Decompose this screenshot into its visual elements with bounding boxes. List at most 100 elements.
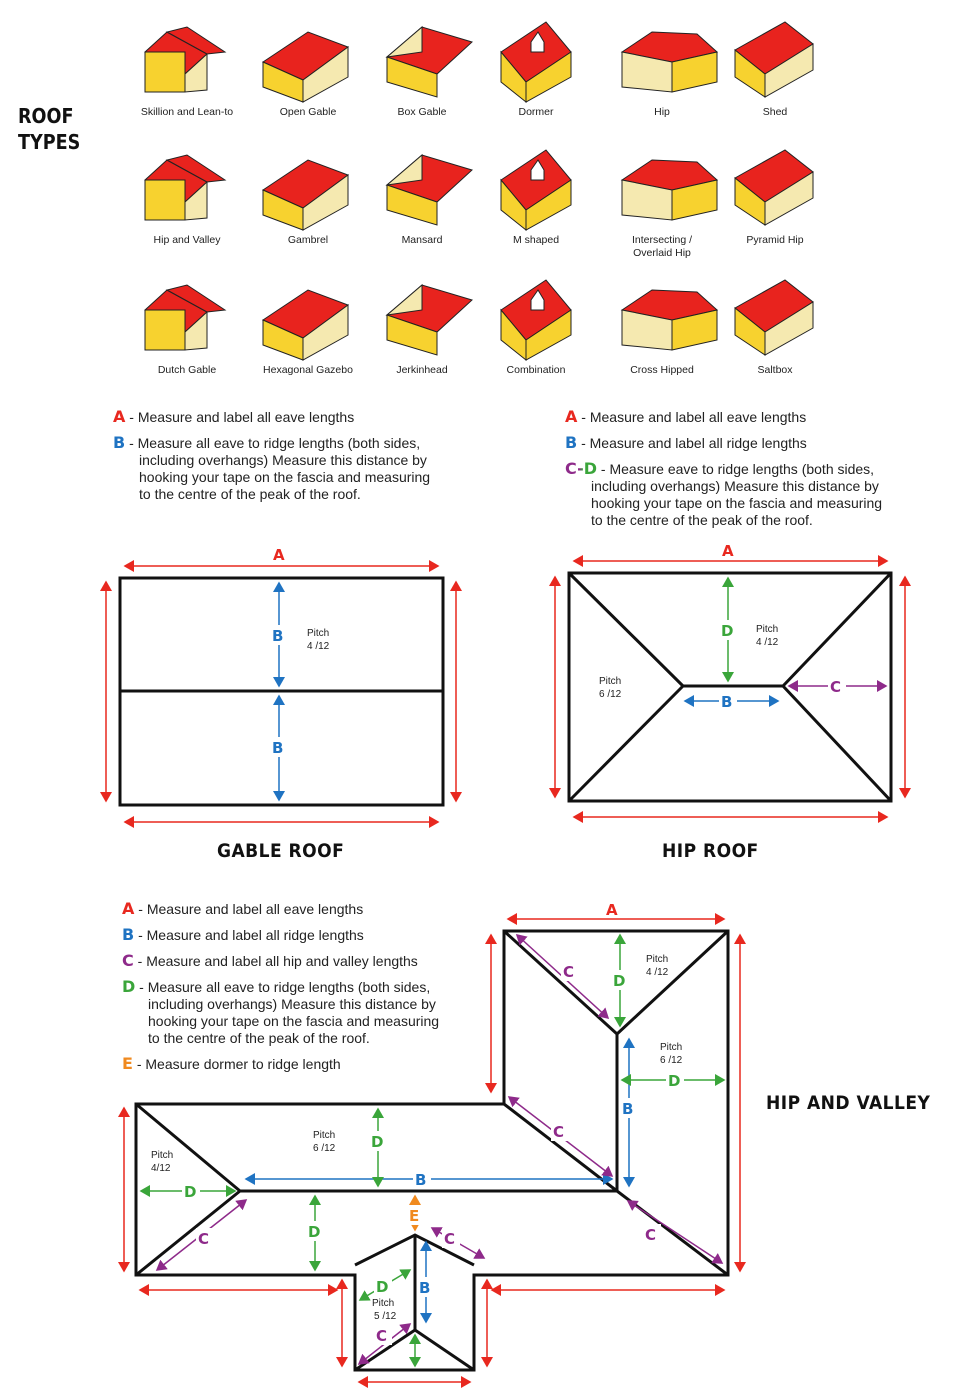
roof-type-1: Open Gable bbox=[248, 12, 368, 122]
hip_valley-legend-text: - Measure dormer to ridge length bbox=[132, 1056, 341, 1072]
hip-pitch-top-line2: 4 /12 bbox=[756, 637, 779, 648]
roof-type-14: Jerkinhead bbox=[362, 270, 482, 380]
roof-type-3: Dormer bbox=[476, 12, 596, 122]
hv-pitch-2-line1: Pitch bbox=[660, 1042, 682, 1053]
hv-label-c-left: C bbox=[198, 1230, 209, 1248]
hv-valley-upper bbox=[503, 1102, 618, 1193]
hip-legend: A - Measure and label all eave lengths B … bbox=[565, 408, 955, 537]
hip_valley-legend-key: C bbox=[122, 951, 134, 970]
roof-type-7: Gambrel bbox=[248, 140, 368, 250]
roof-type-6: Hip and Valley bbox=[127, 140, 247, 250]
hv-pitch-1-line2: 4 /12 bbox=[646, 967, 669, 978]
roof-type-17: Saltbox bbox=[715, 270, 835, 380]
hip_valley-legend-key: E bbox=[122, 1054, 133, 1073]
hip-legend-key: B bbox=[565, 433, 578, 452]
roof-type-label: Combination bbox=[506, 364, 566, 376]
roof-type-label: Dutch Gable bbox=[157, 364, 217, 376]
legend-text-continuation: to the centre of the peak of the roof. bbox=[148, 1030, 370, 1046]
hv-hip-top-right bbox=[615, 929, 730, 1036]
roof-type-label: Cross Hipped bbox=[630, 364, 694, 376]
hv-pitch-2-line2: 6 /12 bbox=[660, 1055, 683, 1066]
hv-pitch-3-line1: Pitch bbox=[313, 1130, 335, 1141]
roof-type-illustration bbox=[620, 159, 719, 221]
gable-pitch-line2: 4 /12 bbox=[307, 641, 330, 652]
roof-type-16: Cross Hipped bbox=[602, 270, 722, 380]
hv-label-c-dormer-top: C bbox=[444, 1230, 455, 1248]
roof-type-label: M shaped bbox=[512, 234, 560, 246]
legend-text-continuation: to the centre of the peak of the roof. bbox=[139, 486, 361, 502]
roof-type-label: Hip and Valley bbox=[153, 234, 221, 246]
roof-type-illustration bbox=[261, 289, 350, 361]
hip_valley-legend-text: - Measure and label all ridge lengths bbox=[134, 927, 364, 943]
roof-type-illustration bbox=[144, 154, 227, 221]
hip-pitch-top-line1: Pitch bbox=[756, 624, 778, 635]
roof-type-label: Gambrel bbox=[287, 234, 329, 246]
roof-type-12: Dutch Gable bbox=[127, 270, 247, 380]
gable-legend-key: B bbox=[113, 433, 126, 452]
legend-text-continuation: including overhangs) Measure this distan… bbox=[591, 478, 879, 494]
hv-label-d-top: D bbox=[613, 972, 625, 990]
hv-label-d-dormer: D bbox=[376, 1278, 388, 1296]
hip-legend-key: C-D bbox=[565, 459, 598, 478]
hv-label-c-lower-right: C bbox=[645, 1226, 656, 1244]
roof-type-13: Hexagonal Gazebo bbox=[248, 270, 368, 380]
hip-line-tr bbox=[781, 571, 893, 688]
hv-label-b-horizontal: B bbox=[415, 1171, 426, 1189]
hv-label-b-vertical: B bbox=[622, 1100, 633, 1118]
roof-type-4: Hip bbox=[602, 12, 722, 122]
hip_valley-legend-item: D - Measure all eave to ridge lengths (b… bbox=[122, 978, 502, 1047]
hip_valley-legend-key: D bbox=[122, 977, 136, 996]
hip-label-a: A bbox=[722, 542, 734, 560]
hv-pitch-4-line2: 4/12 bbox=[151, 1163, 171, 1174]
roof-type-label: Shed bbox=[762, 106, 788, 118]
hv-outline bbox=[134, 929, 730, 1372]
roof-type-illustration bbox=[500, 21, 572, 104]
gable-legend-text: - Measure and label all eave lengths bbox=[125, 409, 355, 425]
hv-pitch-4-line1: Pitch bbox=[151, 1150, 173, 1161]
hip_valley-legend-text: - Measure and label all hip and valley l… bbox=[133, 953, 418, 969]
legend-text-continuation: including overhangs) Measure this distan… bbox=[148, 996, 436, 1012]
hip-roof-diagram: A D B C Pitch 4 /12 Pitch 6 /12 bbox=[549, 542, 911, 823]
gable-roof-title: GABLE ROOF bbox=[217, 840, 345, 862]
hv-label-d-left: D bbox=[184, 1183, 196, 1201]
hip_valley-legend-item: B - Measure and label all ridge lengths bbox=[122, 926, 502, 944]
roof-type-label: Pyramid Hip bbox=[746, 234, 804, 246]
roof-type-label: Intersecting / Overlaid Hip bbox=[631, 234, 693, 259]
hip_valley-legend-key: A bbox=[122, 899, 135, 918]
roof-type-10: Intersecting / Overlaid Hip bbox=[602, 140, 722, 259]
hip_valley-legend-item: C - Measure and label all hip and valley… bbox=[122, 952, 502, 970]
roof-type-illustration bbox=[500, 149, 572, 232]
gable-label-b2: B bbox=[272, 739, 283, 757]
roof-type-label: Dormer bbox=[518, 106, 554, 118]
hip-and-valley-diagram: A D D D D D D B B B C C C C C C E Pitch … bbox=[118, 901, 746, 1388]
roof-types-title: ROOF TYPES bbox=[18, 103, 80, 155]
hip-legend-key: A bbox=[565, 407, 578, 426]
gable-legend-item: A - Measure and label all eave lengths bbox=[113, 408, 513, 426]
roof-type-illustration bbox=[261, 159, 350, 231]
hip-outline bbox=[567, 571, 893, 803]
hv-dormer-hip-right bbox=[414, 1328, 475, 1372]
hv-label-d-lower: D bbox=[308, 1223, 320, 1241]
hip_valley-legend-text: - Measure and label all eave lengths bbox=[134, 901, 364, 917]
roof-type-label: Saltbox bbox=[757, 364, 793, 376]
hip-valley-legend: A - Measure and label all eave lengths B … bbox=[122, 900, 502, 1081]
hip-legend-item: B - Measure and label all ridge lengths bbox=[565, 434, 955, 452]
roof-type-illustration bbox=[385, 153, 473, 226]
hip-legend-text: - Measure and label all ridge lengths bbox=[577, 435, 807, 451]
roof-type-2: Box Gable bbox=[362, 12, 482, 122]
roof-type-illustration bbox=[734, 21, 814, 98]
roof-type-label: Jerkinhead bbox=[396, 364, 448, 376]
hip-line-br bbox=[781, 684, 893, 803]
hip-legend-text: - Measure and label all eave lengths bbox=[577, 409, 807, 425]
hip-label-b: B bbox=[721, 693, 732, 711]
roof-type-illustration bbox=[144, 26, 227, 93]
hv-label-c-top: C bbox=[563, 963, 574, 981]
hv-hip-lower-right bbox=[616, 1189, 729, 1277]
hip-line-bl bbox=[567, 684, 685, 803]
hv-c-arrow-lower-right bbox=[626, 1200, 724, 1264]
hv-hip-left-lower bbox=[135, 1189, 241, 1277]
hv-label-c-dormer-bottom: C bbox=[376, 1327, 387, 1345]
roof-type-0: Skillion and Lean-to bbox=[127, 12, 247, 122]
roof-type-illustration bbox=[500, 279, 572, 362]
